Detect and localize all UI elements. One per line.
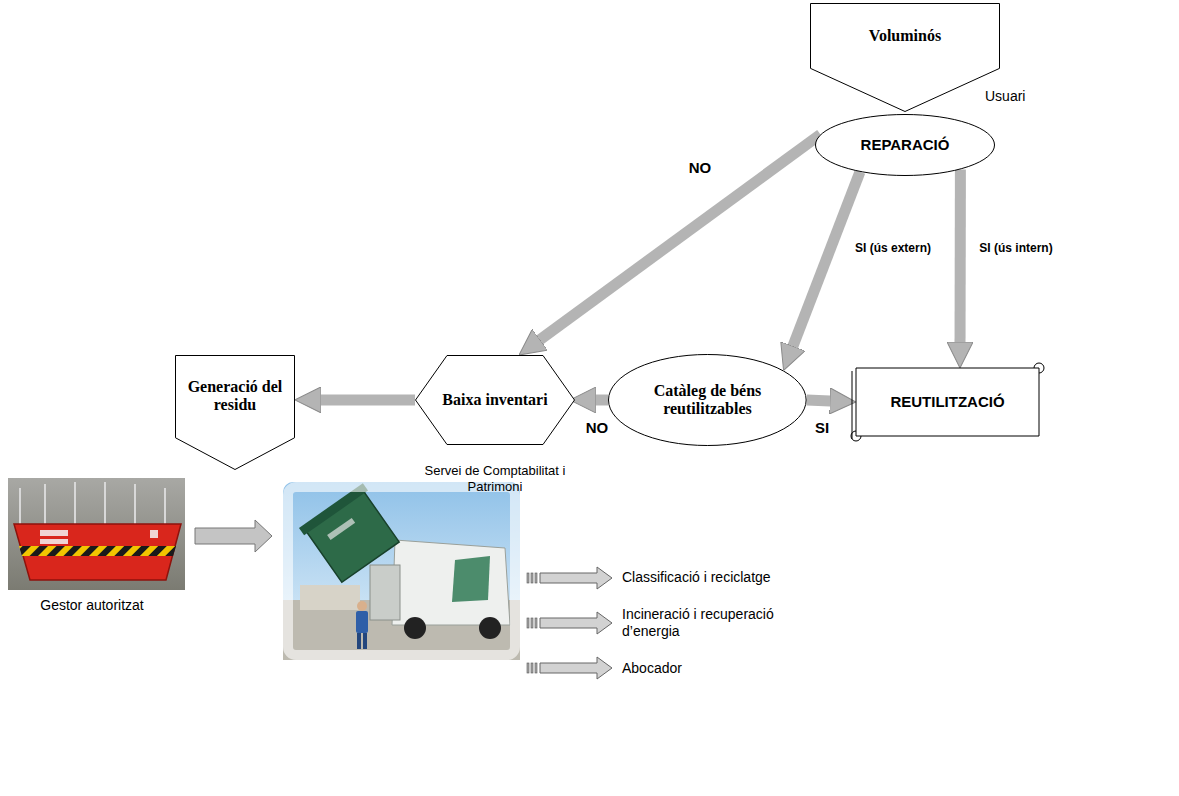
container-bars-part bbox=[104, 482, 106, 526]
worker-part bbox=[363, 633, 367, 649]
edge-label: SI (ús intern) bbox=[977, 241, 1054, 255]
outcome-arrows-part-part bbox=[540, 657, 612, 679]
node-text: Generació del residu bbox=[185, 378, 285, 415]
outcome-arrows-part-part bbox=[531, 663, 533, 673]
edge-label: NO bbox=[584, 419, 611, 437]
outcome-label: Classificació i reciclatge bbox=[622, 569, 771, 586]
photo-fade bbox=[288, 487, 515, 655]
node-outline-path bbox=[416, 356, 575, 445]
worker bbox=[356, 601, 368, 649]
outcome-arrows-part-part bbox=[527, 618, 529, 628]
outcome-arrows-part-part bbox=[527, 573, 529, 583]
node-text-area: Generació del residu bbox=[175, 355, 295, 438]
flow-arrow bbox=[807, 400, 836, 401]
tipping-bin-part bbox=[306, 491, 399, 582]
tipping-bin bbox=[299, 483, 402, 584]
node-text-stack: Catàleg de béns reutilitzables bbox=[640, 382, 775, 419]
container-body bbox=[14, 524, 181, 580]
container-bars-part bbox=[19, 488, 21, 526]
node-text-stack: Voluminós bbox=[869, 27, 941, 45]
tipping-bin-part bbox=[327, 518, 355, 540]
outcome-arrows-part-part bbox=[540, 567, 612, 589]
outcome-label: Abocador bbox=[622, 660, 682, 677]
outcome-label: Incineració i recuperació d’energia bbox=[622, 606, 802, 640]
node-text: REUTILITZACIÓ bbox=[890, 393, 1004, 410]
wheel bbox=[404, 617, 426, 639]
node-outline-path bbox=[851, 363, 1044, 441]
flow-arrow bbox=[791, 172, 860, 352]
edge-label: SI (ús extern) bbox=[853, 241, 933, 255]
node-text-area: REUTILITZACIÓ bbox=[850, 362, 1045, 442]
node-text: Baixa inventari bbox=[442, 391, 547, 409]
actor-label: Usuari bbox=[985, 88, 1025, 105]
process-hexagon: Baixa inventari bbox=[415, 355, 575, 445]
flow-arrow bbox=[955, 169, 966, 348]
node-text-stack: REUTILITZACIÓ bbox=[890, 393, 1004, 410]
edge-label: SI bbox=[813, 419, 831, 437]
container-bars-part bbox=[44, 484, 46, 526]
outcome-arrows-part-part bbox=[527, 663, 529, 673]
node-text-area: Voluminós bbox=[810, 3, 1000, 68]
container-logo bbox=[40, 539, 68, 544]
flow-arrow bbox=[590, 395, 608, 406]
output-arrow-box: Generació del residu bbox=[175, 355, 295, 470]
photo-sky bbox=[283, 482, 520, 660]
outcome-arrows-part-part bbox=[535, 663, 537, 673]
actor-label: Gestor autoritzat bbox=[40, 597, 144, 614]
node-outline-path bbox=[609, 355, 807, 446]
photo-ground bbox=[8, 478, 185, 590]
node-text-stack: REPARACIÓ bbox=[861, 136, 950, 153]
decision-ellipse: Catàleg de béns reutilitzables bbox=[608, 354, 807, 446]
node-text-area: REPARACIÓ bbox=[815, 114, 995, 176]
outcome-arrows-part-part bbox=[535, 573, 537, 583]
outcome-arrows-part bbox=[527, 612, 612, 634]
worker-part bbox=[356, 611, 368, 633]
node-outline-path bbox=[176, 356, 295, 470]
node-text-stack: Baixa inventari bbox=[442, 391, 547, 409]
container-bars bbox=[20, 482, 165, 526]
flow-arrow bbox=[535, 134, 820, 343]
input-arrow-box: Voluminós bbox=[810, 3, 1000, 112]
node-text: Catàleg de béns reutilitzables bbox=[640, 382, 775, 419]
container-illustration bbox=[8, 478, 185, 590]
truck-body bbox=[392, 540, 510, 625]
outcome-arrows-part-part bbox=[531, 573, 533, 583]
truck-illustration bbox=[283, 482, 520, 660]
truck-logo bbox=[452, 556, 490, 602]
flow-arrow bbox=[315, 394, 415, 405]
container-logo bbox=[40, 530, 68, 536]
outcome-arrows-part bbox=[527, 657, 612, 679]
outcome-arrows-part-part bbox=[531, 618, 533, 628]
responsible-label: Servei de Comptabilitat i Patrimoni bbox=[408, 463, 583, 494]
node-text-area: Catàleg de béns reutilitzables bbox=[608, 354, 807, 446]
edge-label: NO bbox=[687, 159, 714, 177]
node-outline bbox=[810, 3, 1000, 112]
decision-ellipse: REPARACIÓ bbox=[815, 114, 995, 176]
node-text-area: Baixa inventari bbox=[415, 355, 575, 445]
outcome-arrows-part bbox=[527, 567, 612, 589]
hazard-stripe bbox=[19, 546, 176, 556]
node-outline-path bbox=[816, 115, 995, 176]
wheel bbox=[479, 617, 501, 639]
truck-lifter bbox=[370, 565, 400, 620]
container-bars-part bbox=[164, 488, 166, 526]
container-logo bbox=[150, 530, 158, 538]
node-text-stack: Generació del residu bbox=[185, 378, 285, 415]
outcome-arrows-part-part bbox=[535, 618, 537, 628]
building bbox=[300, 585, 360, 610]
node-text: REPARACIÓ bbox=[861, 136, 950, 153]
outcome-scroll: REUTILITZACIÓ bbox=[850, 362, 1045, 442]
outcome-arrows bbox=[527, 567, 612, 679]
outcome-arrows-part-part bbox=[540, 612, 612, 634]
worker-part bbox=[357, 633, 361, 649]
flow-arrow bbox=[195, 520, 272, 552]
container-bars-part bbox=[134, 484, 136, 526]
worker-part bbox=[357, 601, 367, 611]
node-outline-path bbox=[811, 4, 1000, 112]
node-text: Voluminós bbox=[869, 27, 941, 45]
container-bars-part bbox=[74, 482, 76, 526]
